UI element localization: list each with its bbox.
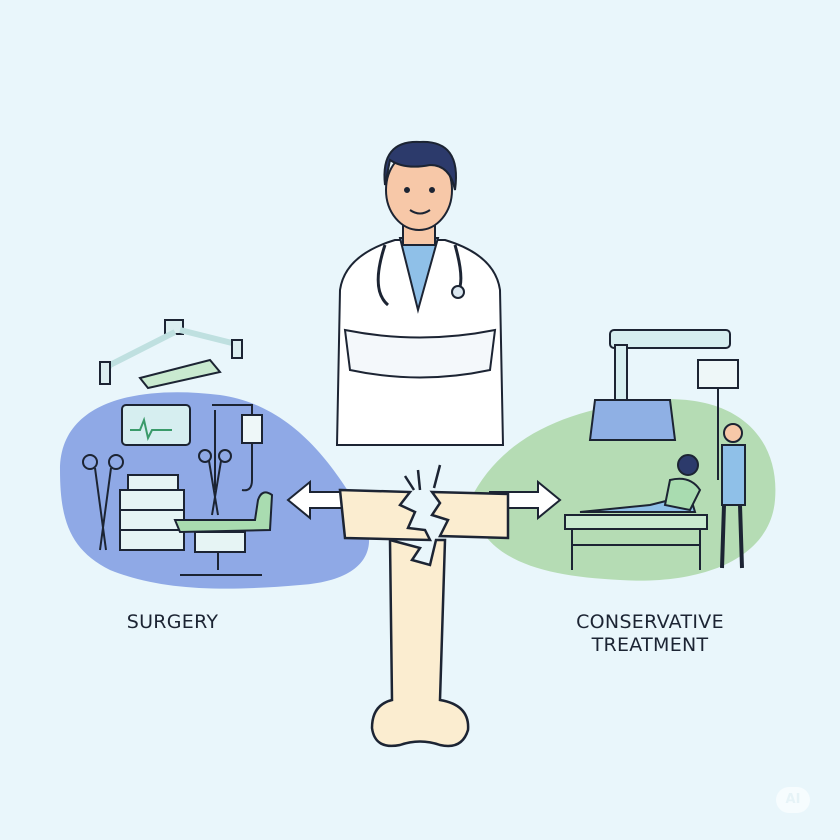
doctor-figure	[335, 140, 505, 446]
physiotherapy-scene-icon	[564, 423, 746, 570]
conservative-treatment-label: CONSERVATIVE TREATMENT	[555, 611, 745, 657]
iv-stand-icon	[212, 404, 263, 492]
instrument-cabinet-icon	[119, 474, 185, 551]
surgical-lamp-icon	[99, 319, 243, 390]
scissors-icon	[82, 454, 124, 551]
traction-frame-icon	[588, 329, 739, 480]
conservative-label-line2: TREATMENT	[591, 634, 709, 656]
operating-table-icon	[173, 491, 274, 576]
monitor-icon	[121, 404, 191, 446]
forceps-icon	[198, 449, 232, 516]
conservative-label-line1: CONSERVATIVE	[576, 611, 724, 633]
surgery-label: SURGERY	[126, 611, 219, 633]
fractured-bone	[338, 464, 510, 748]
watermark-logo: AI	[776, 787, 810, 813]
